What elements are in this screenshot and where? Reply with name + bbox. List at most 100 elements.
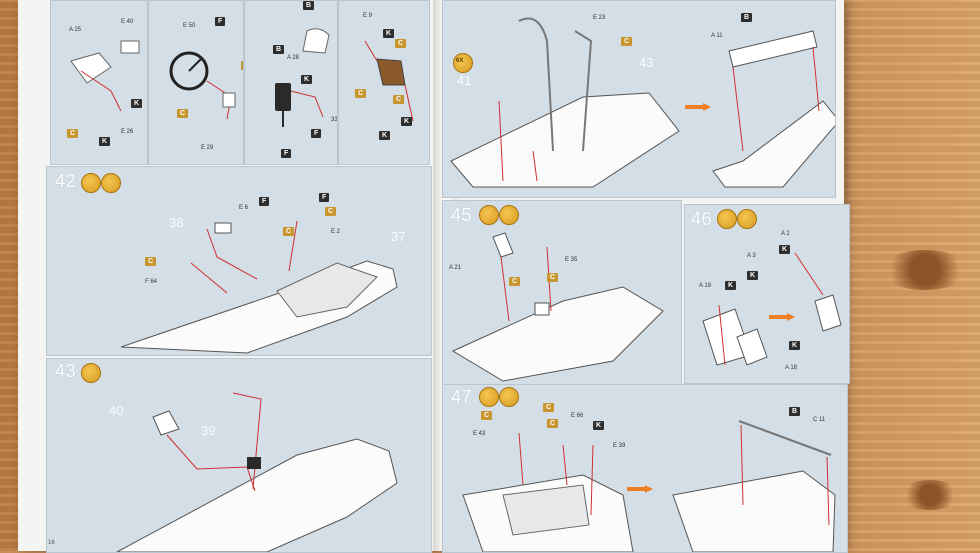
sub-assembly-label: 39 [201,423,216,438]
sub-assembly-label: 37 [391,229,406,244]
sub-panel-3: A 28 33 B B K F F [244,0,338,165]
paint-icon [737,209,757,229]
paint-icon [101,173,121,193]
tag-c: C [241,61,243,70]
tag-b: B [789,407,801,416]
callout-a3: A 3 [747,253,756,259]
tag-c: C [481,411,493,420]
callout-a2: A 2 [781,231,790,237]
tag-k: K [747,271,759,280]
vehicle-rear-sketch [462,420,836,552]
callout-a21: A 21 [449,265,462,271]
vehicle-hull-sketch [120,220,398,354]
sub-assembly-label: 40 [109,403,124,418]
glue-icon [81,173,101,193]
sub-assembly-label: 38 [169,215,184,230]
tag-c: C [509,277,521,286]
callout-e29: E 29 [201,145,214,151]
instruction-booklet: A 25 E 40 E 26 C K K E 50 E 29 F C C [18,0,850,553]
tag-b: B [741,13,753,22]
tag-c: C [145,257,157,266]
paint-icon [81,363,101,383]
tag-c: C [393,95,405,104]
tag-k: K [725,281,737,290]
tag-k: K [593,421,605,430]
paint-icon [499,387,519,407]
sub-panel-2: E 50 E 29 F C C [148,0,244,165]
step-46-panel: 46 A 2 A 3 A 19 A 18 K K K K [684,204,850,384]
progress-arrow-icon [627,485,653,493]
tag-k: K [383,29,395,38]
tag-c: C [325,207,337,216]
callout-a28: A 28 [287,55,300,61]
callout-e35: E 35 [565,257,578,263]
callout-a19: A 19 [699,283,712,289]
tag-k: K [779,245,791,254]
tag-c: C [543,403,555,412]
callout-e26: E 26 [121,129,134,135]
tag-k: K [301,75,313,84]
tag-c: C [621,37,633,46]
glue-icon [479,387,499,407]
tag-c: C [67,129,79,138]
callout-e40: E 40 [121,19,134,25]
tag-c: C [395,39,407,48]
callout-e39: E 39 [613,443,626,449]
glue-icon [479,205,499,225]
sub-assembly-label: 43 [639,55,654,70]
radio-box-sketch [364,40,414,122]
part-sketch [70,40,140,112]
tag-f: F [259,197,270,206]
tag-f: F [319,193,330,202]
tag-f: F [215,17,226,26]
step-42-panel: 42 38 37 E 6 E 2 F 64 F C F C C [46,166,432,356]
step-47-panel: 47 E 43 E 66 E 39 C 11 C C [442,384,848,553]
callout-e2: E 2 [331,229,341,235]
step-number: 43 [55,361,77,381]
vehicle-hull-sketch [451,232,664,382]
tag-b: B [303,1,315,10]
vehicle-hull-sketch [116,392,398,552]
callout-f64: F 64 [145,279,158,285]
steering-wheel-sketch [169,51,236,120]
paint-icon [499,205,519,225]
callout-c11: C 11 [813,417,826,423]
wood-knot [880,250,970,290]
progress-arrow-icon [685,103,711,111]
multiplier-label: 6X [456,58,464,64]
page-number: 16 [48,540,55,546]
tag-c: C [355,89,367,98]
callout-a11: A 11 [711,33,723,39]
callout-e9: E 9 [363,13,373,19]
sub-panel-1: A 25 E 40 E 26 C K K [50,0,148,165]
step-number: 47 [451,387,473,407]
tag-k: K [789,341,801,350]
tag-c: C [547,273,559,282]
step-43-panel: 43 40 39 [46,358,432,553]
sub-assembly-label: 41 [457,73,472,88]
callout-a25: A 25 [69,27,82,33]
callout-e66: E 66 [571,413,584,419]
callout-e43: E 43 [473,431,486,437]
step-number: 45 [451,205,473,225]
vehicle-hull-sketch [450,17,835,188]
multiplier-badge [453,53,473,73]
tag-k: K [99,137,111,146]
tag-f: F [281,149,292,158]
step-41-panel: 6X 41 43 E 23 A 11 C B [442,0,836,198]
tag-c: C [283,227,295,236]
tag-c: C [547,419,559,428]
step-number: 46 [691,209,713,229]
callout-a33: 33 [331,117,338,123]
sub-panel-4: E 9 K C C C K K [338,0,430,165]
callout-e50: E 50 [183,23,196,29]
step-45-panel: 45 A 21 E 35 C C [442,200,682,386]
callout-e6: E 6 [239,205,249,211]
progress-arrow-icon [769,313,795,321]
tag-k: K [401,117,413,126]
mirror-sketch [275,28,330,127]
tag-k: K [131,99,143,108]
tag-k: K [379,131,391,140]
tag-f: F [311,129,322,138]
jerrycan-sketch [702,252,842,366]
